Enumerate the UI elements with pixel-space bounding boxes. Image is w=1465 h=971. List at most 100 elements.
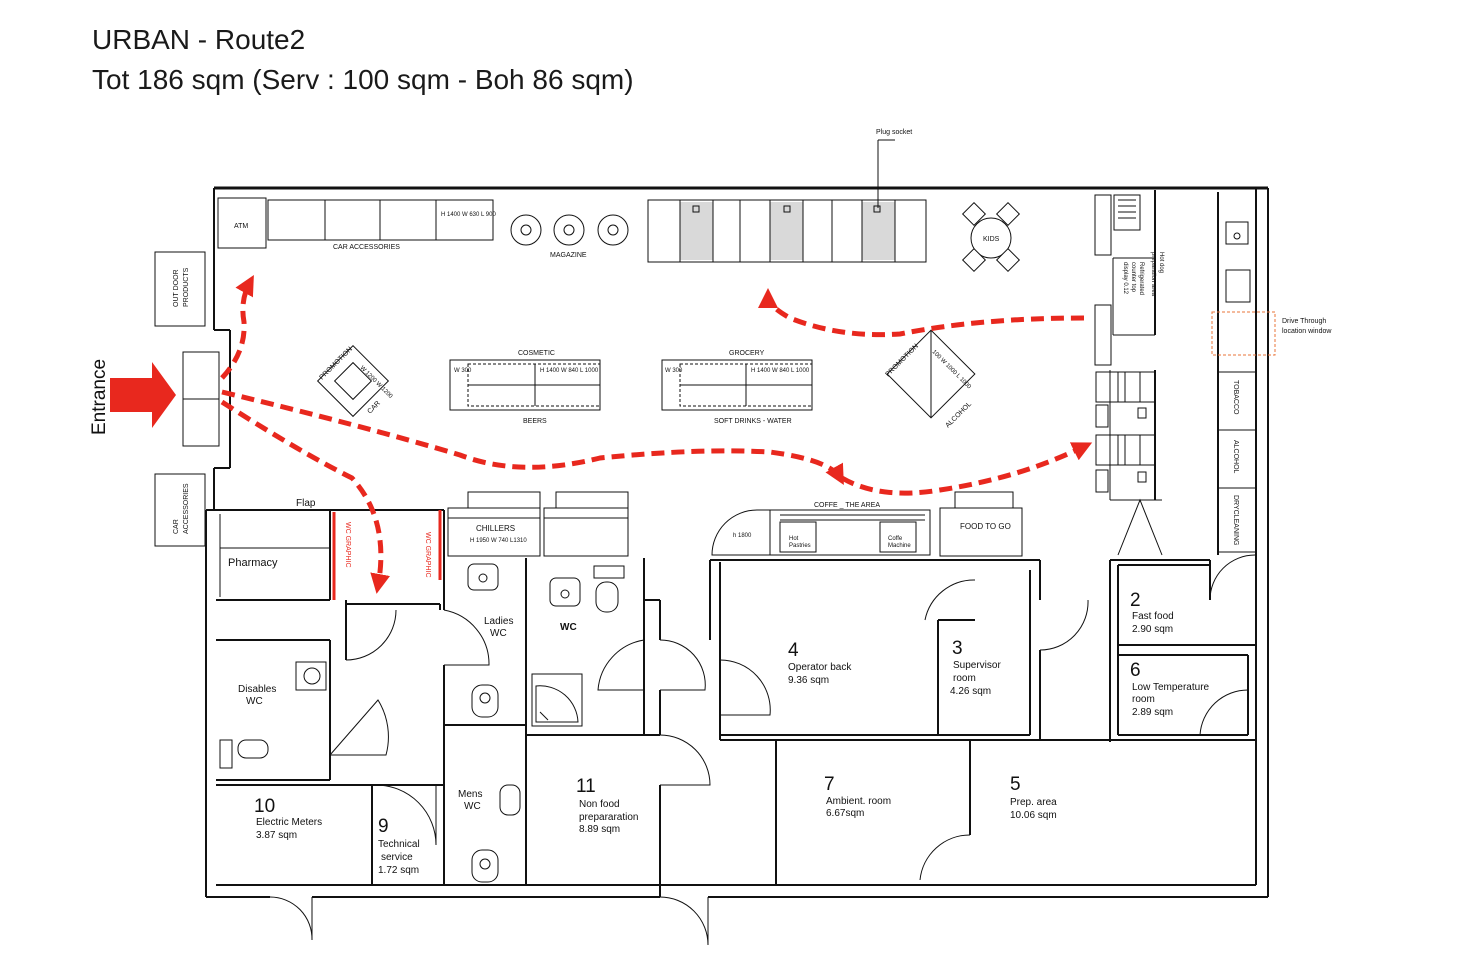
gondola-cosmetic: COSMETIC BEERS W 300 H 1400 W 840 L 1000 — [449, 350, 601, 425]
hot-dog-1: Hot dog — [1158, 252, 1164, 273]
route-arrow-to-atm — [220, 275, 254, 380]
svg-text:Non food: Non food — [579, 799, 620, 810]
route-arrow-to-counter — [221, 389, 844, 485]
svg-text:4: 4 — [788, 640, 799, 661]
svg-text:Operator back: Operator back — [788, 662, 852, 673]
alcohol-side-label: ALCOHOL — [1232, 440, 1239, 474]
counter-area: Hot dog preparation area Refrigerated co… — [1094, 190, 1332, 553]
car-acc-dims: H 1400 W 630 L 900 — [441, 212, 496, 218]
pharmacy-label: Pharmacy — [228, 557, 278, 569]
wc-label: WC — [560, 622, 577, 633]
svg-text:9: 9 — [378, 816, 389, 837]
tobacco-label: TOBACCO — [1232, 380, 1239, 415]
svg-text:Fast food: Fast food — [1132, 611, 1174, 622]
chillers-label: CHILLERS — [476, 524, 515, 533]
mens-wc-2: WC — [464, 801, 481, 812]
drive-through-1: Drive Through — [1282, 318, 1326, 325]
top-shelving: ATM CAR ACCESSORIES H 1400 W 630 L 900 M… — [217, 129, 927, 263]
ladies-wc-1: Ladies — [484, 616, 513, 627]
h1800-label: h 1800 — [733, 533, 752, 539]
doors — [269, 498, 1256, 946]
disables-wc-2: WC — [246, 696, 263, 707]
svg-text:Technical: Technical — [378, 839, 420, 850]
svg-text:room: room — [1132, 694, 1155, 705]
svg-text:Low Temperature: Low Temperature — [1132, 682, 1210, 693]
w300-1: W 300 — [454, 368, 472, 374]
room-3: 3 Supervisor room 4.26 sqm — [950, 638, 1001, 697]
outer-walls — [205, 186, 1269, 898]
food-to-go-label: FOOD TO GO — [960, 522, 1011, 531]
drive-through-window — [1211, 311, 1276, 356]
svg-text:3: 3 — [952, 638, 963, 659]
svg-text:8.89 sqm: 8.89 sqm — [579, 824, 620, 835]
coffe-machine-2: Machine — [888, 543, 911, 549]
wc-graphic-2: WC GRAPHIC — [424, 532, 431, 578]
plan-title: URBAN - Route2 — [92, 24, 306, 55]
route-arrow-to-wc — [220, 399, 390, 594]
svg-text:2: 2 — [1130, 590, 1141, 611]
room-7: 7 Ambient. room 6.67sqm — [824, 774, 891, 819]
room-11: 11 Non food prepararation 8.89 sqm — [576, 776, 638, 835]
wc-graphic-1: WC GRAPHIC — [344, 522, 351, 568]
svg-text:Ambient. room: Ambient. room — [826, 796, 891, 807]
plug-socket-label: Plug socket — [876, 129, 912, 136]
entrance-arrow: Entrance — [89, 359, 176, 435]
svg-text:prepararation: prepararation — [579, 812, 638, 823]
room-5: 5 Prep. area 10.06 sqm — [1010, 774, 1057, 821]
room-4: 4 Operator back 9.36 sqm — [788, 640, 852, 686]
drycleaning-label: DRYCLEANING — [1232, 495, 1239, 545]
svg-text:7: 7 — [824, 774, 835, 795]
room-6: 6 Low Temperature room 2.89 sqm — [1130, 660, 1210, 718]
svg-text:room: room — [953, 673, 976, 684]
entrance-label: Entrance — [89, 359, 110, 435]
car-acc-side-1: CAR — [173, 519, 180, 534]
refrig-3: display 0.12 — [1122, 262, 1128, 295]
mens-wc-1: Mens — [458, 789, 482, 800]
flap-label: Flap — [296, 498, 316, 509]
room-10: 10 Electric Meters 3.87 sqm — [254, 796, 322, 841]
car-accessories-label: CAR ACCESSORIES — [333, 244, 400, 251]
hot-pastries-2: Pastries — [789, 543, 811, 549]
coffee-area-label: COFFE _ THE AREA — [814, 502, 880, 509]
car-acc-side-2: ACCESSORIES — [183, 483, 190, 534]
cosmetic-label: COSMETIC — [518, 350, 555, 357]
svg-text:9.36 sqm: 9.36 sqm — [788, 675, 829, 686]
soft-drinks-label: SOFT DRINKS - WATER — [714, 418, 792, 425]
disables-wc-1: Disables — [238, 684, 276, 695]
svg-text:6: 6 — [1130, 660, 1141, 681]
interior-walls — [216, 192, 1256, 897]
gondola-dims-2: H 1400 W 840 L 1000 — [751, 368, 810, 374]
drive-through-2: location window — [1282, 328, 1332, 335]
svg-text:11: 11 — [576, 776, 596, 797]
svg-text:6.67sqm: 6.67sqm — [826, 808, 864, 819]
svg-text:2.89 sqm: 2.89 sqm — [1132, 707, 1173, 718]
hot-dog-2: preparation area — [1150, 252, 1156, 297]
room-2: 2 Fast food 2.90 sqm — [1130, 590, 1174, 635]
refrig-2: counter top — [1130, 262, 1136, 293]
sanitary-fixtures — [219, 563, 625, 883]
svg-text:Electric Meters: Electric Meters — [256, 817, 322, 828]
svg-text:Prep. area: Prep. area — [1010, 797, 1057, 808]
beers-label: BEERS — [523, 418, 547, 425]
svg-text:10: 10 — [254, 796, 275, 817]
svg-text:4.26 sqm: 4.26 sqm — [950, 686, 991, 697]
svg-text:2.90 sqm: 2.90 sqm — [1132, 624, 1173, 635]
route-arrow-to-tills — [840, 442, 1093, 496]
magazine-label: MAGAZINE — [550, 252, 587, 259]
left-fixtures: OUT DOOR PRODUCTS CAR ACCESSORIES — [154, 251, 220, 547]
plan-subtitle: Tot 186 sqm (Serv : 100 sqm - Boh 86 sqm… — [92, 64, 634, 95]
svg-text:10.06 sqm: 10.06 sqm — [1010, 810, 1057, 821]
car-promo-label: CAR — [366, 400, 381, 415]
outdoor-products-1: OUT DOOR — [173, 269, 180, 307]
coffe-machine-1: Coffe — [888, 536, 903, 542]
svg-text:1.72 sqm: 1.72 sqm — [378, 865, 419, 876]
alcohol-promo-label: ALCOHOL — [944, 401, 973, 430]
atm-label: ATM — [234, 223, 248, 230]
promotion-alcohol: PROMOTION ALCOHOL 100 W 1000 L 1000 — [884, 329, 976, 430]
ladies-wc-2: WC — [490, 628, 507, 639]
gondola-dims-1: H 1400 W 840 L 1000 — [540, 368, 599, 374]
hot-pastries-1: Hot — [789, 536, 799, 542]
customer-route — [220, 275, 1093, 594]
atm-box — [217, 197, 267, 249]
